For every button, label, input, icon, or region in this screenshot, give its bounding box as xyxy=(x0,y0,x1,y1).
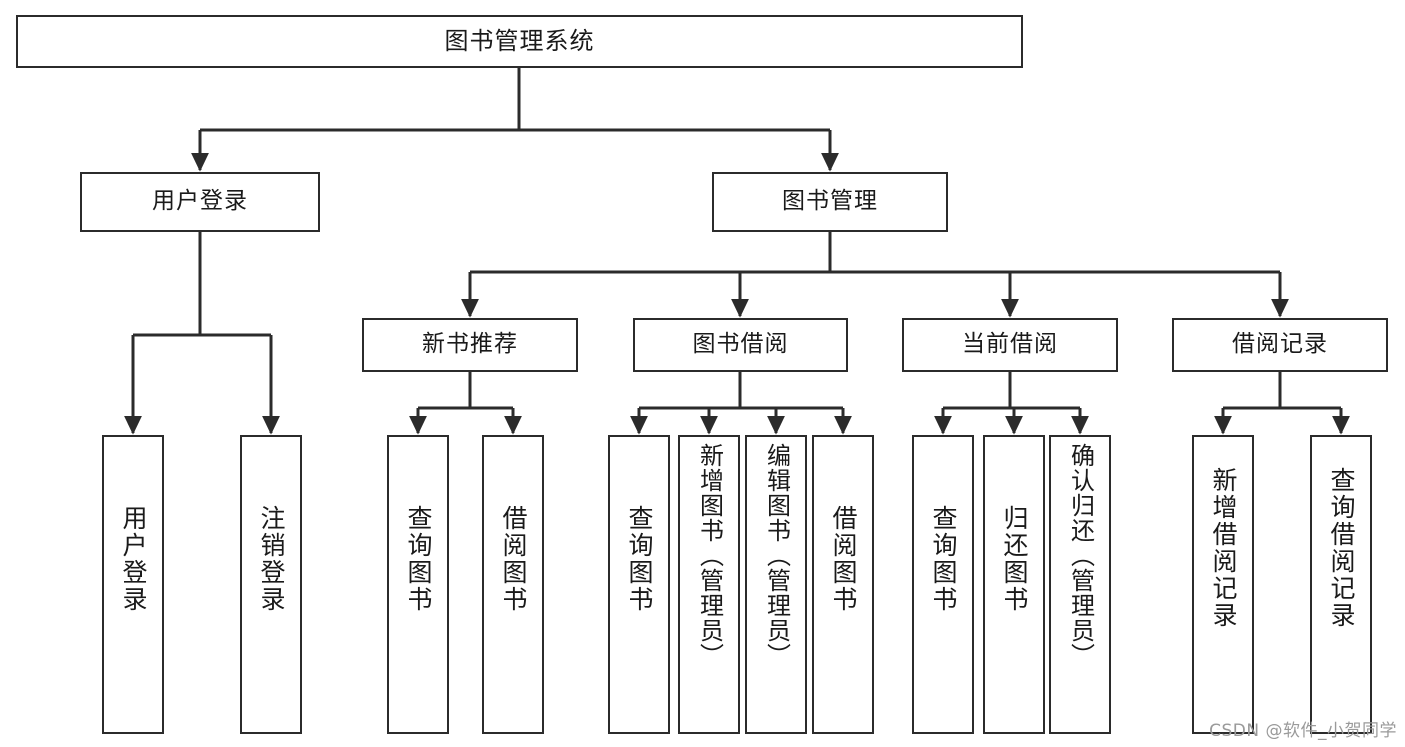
node-borrow-record[interactable]: 借阅记录 xyxy=(1172,318,1388,372)
node-leaf-query-book-1[interactable]: 查询图书 xyxy=(387,435,449,734)
node-leaf-borrow-book-1-label: 借阅图书 xyxy=(499,505,528,613)
node-leaf-user-login[interactable]: 用户登录 xyxy=(102,435,164,734)
node-leaf-query-borrow-record-label: 查询借阅记录 xyxy=(1327,467,1356,629)
node-user-login[interactable]: 用户登录 xyxy=(80,172,320,232)
node-leaf-return-book[interactable]: 归还图书 xyxy=(983,435,1045,734)
node-leaf-add-borrow-record[interactable]: 新增借阅记录 xyxy=(1192,435,1254,734)
node-leaf-borrow-book-2[interactable]: 借阅图书 xyxy=(812,435,874,734)
node-leaf-edit-book-admin-label: 编辑图书（管理员） xyxy=(762,443,791,668)
node-leaf-return-book-label: 归还图书 xyxy=(1000,505,1029,613)
node-leaf-confirm-return-admin-label: 确认归还（管理员） xyxy=(1066,443,1095,668)
node-leaf-borrow-book-2-label: 借阅图书 xyxy=(829,505,858,613)
node-new-book-recommend[interactable]: 新书推荐 xyxy=(362,318,578,372)
node-leaf-edit-book-admin[interactable]: 编辑图书（管理员） xyxy=(745,435,807,734)
node-user-login-label: 用户登录 xyxy=(152,188,248,215)
node-leaf-add-borrow-record-label: 新增借阅记录 xyxy=(1209,467,1238,629)
node-leaf-query-book-3[interactable]: 查询图书 xyxy=(912,435,974,734)
node-book-borrow-label: 图书借阅 xyxy=(692,331,789,358)
node-new-book-recommend-label: 新书推荐 xyxy=(422,331,518,358)
node-borrow-record-label: 借阅记录 xyxy=(1232,331,1328,358)
node-leaf-user-login-label: 用户登录 xyxy=(119,505,148,613)
node-leaf-query-book-2-label: 查询图书 xyxy=(625,505,654,613)
node-leaf-add-book-admin[interactable]: 新增图书（管理员） xyxy=(678,435,740,734)
node-current-borrow[interactable]: 当前借阅 xyxy=(902,318,1118,372)
node-leaf-query-book-3-label: 查询图书 xyxy=(929,505,958,613)
node-leaf-query-book-2[interactable]: 查询图书 xyxy=(608,435,670,734)
node-current-borrow-label: 当前借阅 xyxy=(962,331,1058,358)
node-root-label: 图书管理系统 xyxy=(444,27,595,56)
node-leaf-query-book-1-label: 查询图书 xyxy=(404,505,433,613)
node-leaf-logout-label: 注销登录 xyxy=(257,505,286,613)
node-book-management[interactable]: 图书管理 xyxy=(712,172,948,232)
node-book-borrow[interactable]: 图书借阅 xyxy=(633,318,848,372)
node-leaf-borrow-book-1[interactable]: 借阅图书 xyxy=(482,435,544,734)
csdn-watermark: CSDN @软件_小贺同学 xyxy=(1209,721,1397,741)
node-leaf-logout[interactable]: 注销登录 xyxy=(240,435,302,734)
node-leaf-query-borrow-record[interactable]: 查询借阅记录 xyxy=(1310,435,1372,734)
node-leaf-add-book-admin-label: 新增图书（管理员） xyxy=(695,443,724,668)
node-leaf-confirm-return-admin[interactable]: 确认归还（管理员） xyxy=(1049,435,1111,734)
node-book-management-label: 图书管理 xyxy=(782,188,878,215)
node-root[interactable]: 图书管理系统 xyxy=(16,15,1023,68)
